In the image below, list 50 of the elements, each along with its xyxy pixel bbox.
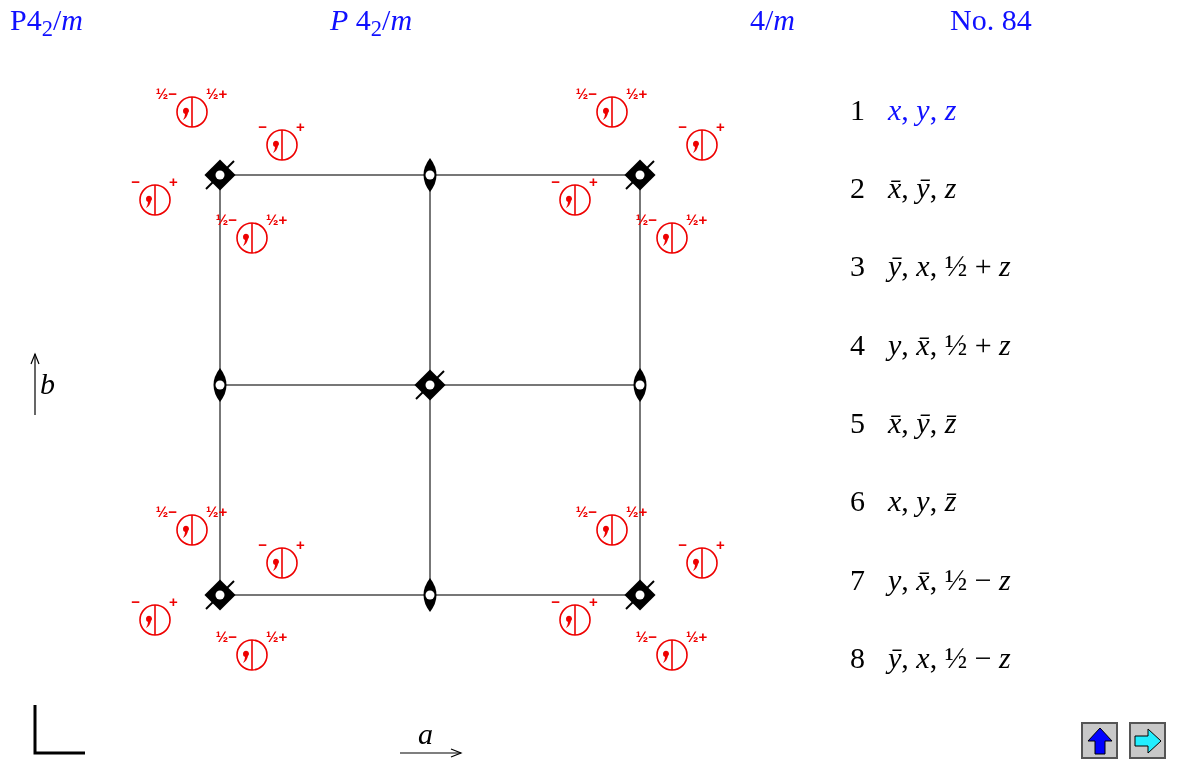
height-sign: ½+ (686, 629, 708, 645)
position-number: 4 (850, 327, 865, 363)
coordinate-triplet: x, y, z (888, 92, 957, 128)
height-sign: ½− (155, 504, 177, 520)
height-sign: ½+ (626, 504, 648, 520)
height-sign: + (716, 537, 725, 553)
height-sign: + (169, 174, 178, 190)
coordinate-triplet: x, y, z̄ (888, 483, 957, 519)
height-sign: − (131, 174, 140, 190)
height-sign: + (589, 594, 598, 610)
position-number: 3 (850, 248, 865, 284)
height-sign: ½− (575, 86, 597, 102)
height-sign: + (716, 119, 725, 135)
height-sign: + (296, 119, 305, 135)
height-sign: + (589, 174, 598, 190)
symmetry-symbol-heading: P 4$_{2}$/m (330, 2, 413, 38)
height-sign: ½+ (686, 212, 708, 228)
height-sign: ½+ (626, 86, 648, 102)
height-sign: − (678, 119, 687, 135)
height-sign: + (169, 594, 178, 610)
height-sign: ½+ (206, 504, 228, 520)
height-sign: ½− (635, 212, 657, 228)
position-number: 6 (850, 483, 865, 519)
height-sign: − (131, 594, 140, 610)
height-sign: ½− (575, 504, 597, 520)
axis-label: a (418, 716, 433, 752)
position-number: 5 (850, 405, 865, 441)
coordinate-triplet: x̄, ȳ, z̄ (888, 405, 957, 441)
height-sign: − (551, 594, 560, 610)
position-number: 1 (850, 92, 865, 128)
height-sign: ½− (635, 629, 657, 645)
coordinate-triplet: x̄, ȳ, z (888, 170, 957, 206)
height-sign: − (258, 119, 267, 135)
height-sign: ½− (215, 629, 237, 645)
symmetry-symbol-heading: No. 84 (950, 2, 1032, 38)
height-sign: ½− (215, 212, 237, 228)
position-number: 8 (850, 640, 865, 676)
position-number: 7 (850, 562, 865, 598)
symmetry-symbol-heading: 4/m (750, 2, 795, 38)
height-sign: − (551, 174, 560, 190)
height-sign: − (678, 537, 687, 553)
height-sign: ½+ (266, 212, 288, 228)
height-sign: ½− (155, 86, 177, 102)
height-sign: ½+ (206, 86, 228, 102)
position-number: 2 (850, 170, 865, 206)
height-sign: + (296, 537, 305, 553)
symmetry-symbol-heading: P4$_{2}$/m (10, 2, 83, 38)
height-sign: − (258, 537, 267, 553)
height-sign: ½+ (266, 629, 288, 645)
axis-label: b (40, 366, 55, 402)
